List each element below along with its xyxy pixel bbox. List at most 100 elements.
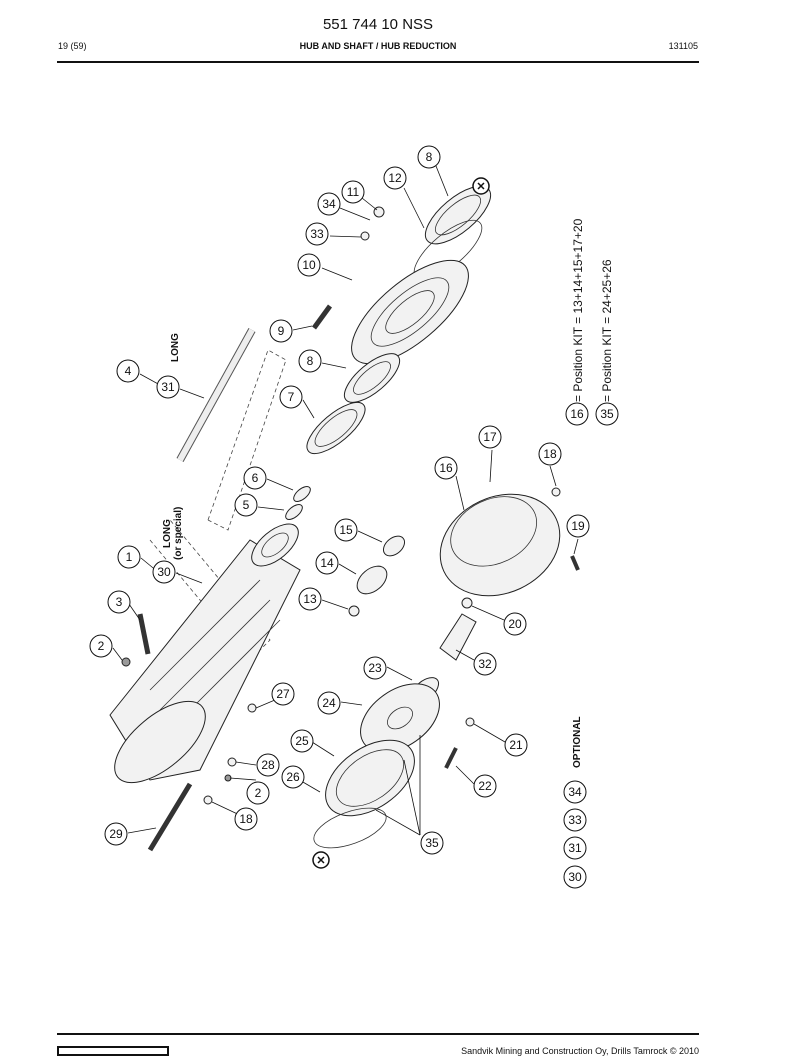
- bearing-8-mid-illustration: [343, 353, 401, 403]
- callout-2-left: 2: [89, 634, 113, 658]
- or-special-label: (or special): [173, 507, 184, 560]
- washer-33-illustration: [360, 231, 370, 241]
- callout-19: 19: [566, 514, 590, 538]
- svg-text:2: 2: [255, 786, 262, 800]
- svg-text:8: 8: [426, 150, 433, 164]
- optional-callout-30: 30: [563, 865, 587, 889]
- svg-text:34: 34: [568, 785, 582, 799]
- optional-callout-33: 33: [563, 808, 587, 832]
- callout-8-top: 8: [417, 145, 441, 169]
- svg-text:24: 24: [322, 696, 336, 710]
- svg-text:32: 32: [478, 657, 492, 671]
- long-special-label: LONG: [162, 519, 173, 548]
- svg-text:12: 12: [388, 171, 402, 185]
- callout-34-drawing: 34: [317, 192, 341, 216]
- gear-14-illustration: [356, 565, 388, 595]
- callout-7: 7: [279, 385, 303, 409]
- callout-20: 20: [503, 612, 527, 636]
- svg-text:11: 11: [347, 185, 360, 199]
- svg-text:18: 18: [543, 447, 557, 461]
- bolt-3-illustration: [137, 613, 151, 655]
- ring-25-illustration: [325, 739, 415, 817]
- svg-text:17: 17: [483, 430, 497, 444]
- callout-21: 21: [504, 733, 528, 757]
- svg-text:13: 13: [303, 592, 317, 606]
- svg-text:20: 20: [508, 617, 522, 631]
- callout-8-mid: 8: [298, 349, 322, 373]
- optional-callout-34: 34: [563, 780, 587, 804]
- callout-9: 9: [269, 319, 293, 343]
- callout-30-drawing: 30: [152, 560, 176, 584]
- callout-3: 3: [107, 590, 131, 614]
- circlip-26-illustration: [313, 807, 387, 849]
- callout-32: 32: [473, 652, 497, 676]
- svg-text:33: 33: [568, 813, 582, 827]
- svg-text:19: 19: [571, 519, 585, 533]
- svg-text:33: 33: [310, 227, 324, 241]
- sandvik-logo: [57, 1046, 169, 1056]
- svg-text:23: 23: [368, 661, 382, 675]
- kit-1-note: = Position KIT = 13+14+15+17+20: [571, 218, 585, 402]
- page-reference: 19 (59): [58, 41, 87, 51]
- svg-text:15: 15: [339, 523, 353, 537]
- plug-28-illustration: [227, 757, 237, 767]
- sun-shaft-32-illustration: [439, 613, 477, 661]
- callout-4: 4: [116, 359, 140, 383]
- callout-5: 5: [234, 493, 258, 517]
- svg-text:10: 10: [302, 258, 316, 272]
- screw-19-illustration: [570, 555, 580, 571]
- svg-text:16: 16: [570, 407, 584, 421]
- callout-17: 17: [478, 425, 502, 449]
- x-marker-bottom-icon: ✕: [312, 851, 330, 869]
- svg-text:35: 35: [425, 836, 439, 850]
- svg-text:26: 26: [286, 770, 300, 784]
- svg-text:21: 21: [509, 738, 523, 752]
- callout-2-bottom: 2: [246, 781, 270, 805]
- svg-text:5: 5: [243, 498, 250, 512]
- callout-6: 6: [243, 466, 267, 490]
- bolt-22-illustration: [444, 747, 458, 769]
- svg-text:31: 31: [568, 841, 582, 855]
- svg-text:7: 7: [288, 390, 295, 404]
- callout-22: 22: [473, 774, 497, 798]
- svg-text:28: 28: [261, 758, 275, 772]
- plug-18a-illustration: [551, 487, 561, 497]
- svg-text:14: 14: [320, 556, 334, 570]
- callout-12: 12: [383, 166, 407, 190]
- svg-text:22: 22: [478, 779, 492, 793]
- shaft-4-illustration: [176, 328, 256, 462]
- plug-27-illustration: [247, 703, 257, 713]
- stud-9-illustration: [311, 304, 333, 330]
- callout-26: 26: [281, 765, 305, 789]
- svg-text:2: 2: [98, 639, 105, 653]
- svg-text:✕: ✕: [316, 855, 325, 867]
- callout-27: 27: [271, 682, 295, 706]
- svg-text:16: 16: [439, 461, 453, 475]
- planet-hub-17-illustration: [439, 493, 561, 597]
- svg-text:31: 31: [161, 380, 175, 394]
- callout-15: 15: [334, 518, 358, 542]
- washer-5-illustration: [285, 504, 303, 520]
- svg-text:30: 30: [568, 870, 582, 884]
- hub-10-illustration: [351, 259, 469, 365]
- parts-artwork: ✕ ✕: [109, 177, 580, 869]
- svg-text:35: 35: [600, 407, 614, 421]
- callout-23: 23: [363, 656, 387, 680]
- callout-28: 28: [256, 753, 280, 777]
- footer-copyright: Sandvik Mining and Construction Oy, Dril…: [461, 1046, 699, 1056]
- svg-text:30: 30: [157, 565, 171, 579]
- seal-7-illustration: [306, 401, 366, 455]
- washer-20-illustration: [461, 597, 473, 609]
- stud-29-illustration: [147, 782, 193, 852]
- callout-1: 1: [117, 545, 141, 569]
- svg-text:18: 18: [239, 812, 253, 826]
- callout-25: 25: [290, 729, 314, 753]
- long-label: LONG: [170, 333, 181, 362]
- callout-14: 14: [315, 551, 339, 575]
- nut-2-illustration: [121, 657, 131, 667]
- callout-29: 29: [104, 822, 128, 846]
- kit-2-note: = Position KIT = 24+25+26: [600, 259, 614, 402]
- svg-text:4: 4: [125, 364, 132, 378]
- callout-35-drawing: 35: [420, 831, 444, 855]
- callout-18-bottom: 18: [234, 807, 258, 831]
